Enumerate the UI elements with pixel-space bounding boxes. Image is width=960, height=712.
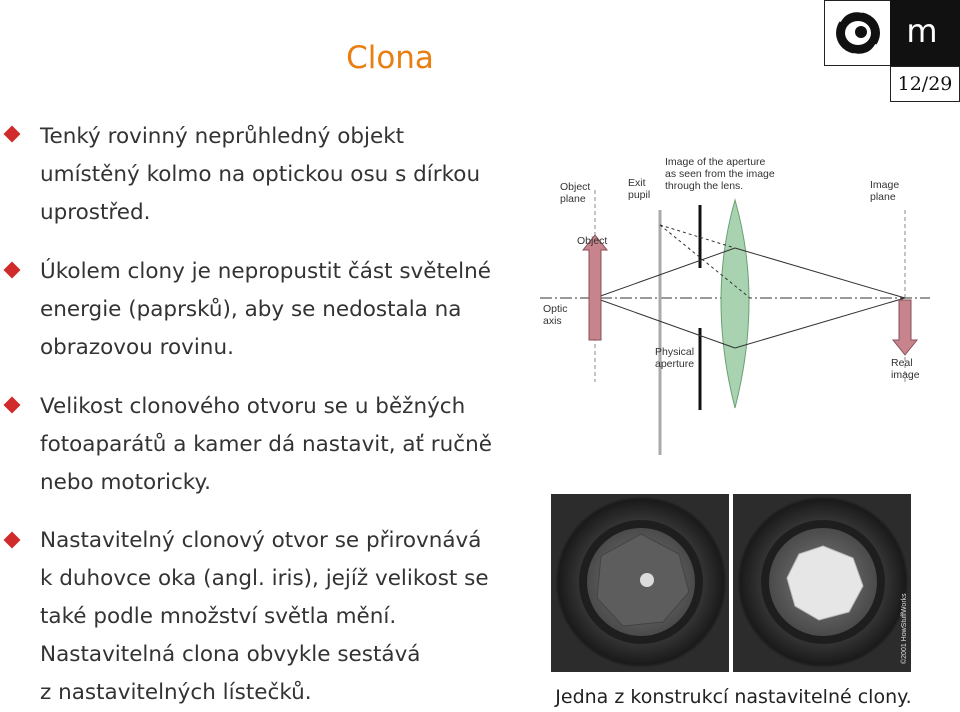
bullet-4-line-4: Nastavitelná clona obvykle sestává xyxy=(40,642,421,667)
object-arrow xyxy=(581,234,609,341)
eye-logo-icon xyxy=(836,8,880,58)
bullet-item-3: Velikost clonového otvoru se u běžných f… xyxy=(40,388,535,502)
bullet-diamond-icon xyxy=(3,125,21,143)
ray xyxy=(734,247,906,299)
bullet-diamond-icon xyxy=(3,261,21,279)
bullet-2-line-3: obrazovou rovinu. xyxy=(40,335,234,360)
aperture-diagram: Object plane Exit pupil Image of the ape… xyxy=(540,156,930,455)
photo-watermark: ©2001 HowStuffWorks xyxy=(900,593,908,664)
bullet-2-line-2: energie (paprsků), aby se nedostala na xyxy=(40,297,462,322)
photo-small-aperture xyxy=(551,494,729,672)
bullet-2-line-1: Úkolem clony je nepropustit část světeln… xyxy=(40,259,491,284)
image-plane-label: Image plane xyxy=(870,179,902,203)
figure-caption: Jedna z konstrukcí nastavitelné clony. xyxy=(555,686,912,708)
bullet-4-line-1: Nastavitelný clonový otvor se přirovnává xyxy=(40,528,482,553)
real-image-arrow xyxy=(891,299,919,356)
lens-shape xyxy=(720,198,750,409)
bullet-4-line-2: k duhovce oka (angl. iris), jejíž veliko… xyxy=(40,566,489,591)
ray xyxy=(594,297,736,349)
ray xyxy=(734,297,906,349)
aperture-image-label: Image of the aperture as seen from the i… xyxy=(665,156,778,192)
bullet-diamond-icon xyxy=(3,396,21,414)
bullet-item-1: Tenký rovinný neprůhledný objekt umístěn… xyxy=(40,118,535,232)
aperture-photos: ©2001 HowStuffWorks xyxy=(551,494,911,672)
logo-text: m p xyxy=(890,0,960,112)
bullet-diamond-icon xyxy=(3,531,21,549)
bullet-1-line-1: Tenký rovinný neprůhledný objekt xyxy=(40,124,405,149)
slide-title: Clona xyxy=(346,40,434,76)
bullet-3-line-2: fotoaparátů a kamer dá nastavit, ať ručn… xyxy=(40,432,492,457)
bullet-3-line-3: nebo motoricky. xyxy=(40,470,211,495)
object-label: Object xyxy=(577,235,607,247)
bullet-1-line-2: umístěný kolmo na optickou osu s dírkou xyxy=(40,162,481,187)
optic-axis-label: Optic axis xyxy=(543,303,570,327)
virtual-ray xyxy=(659,224,736,249)
ray xyxy=(594,247,736,299)
virtual-ray xyxy=(659,224,751,299)
real-image-label: Real image xyxy=(891,357,920,381)
bullet-4-line-3: také podle množství světla mění. xyxy=(40,604,397,629)
bullet-1-line-3: uprostřed. xyxy=(40,200,151,225)
exit-pupil-label: Exit pupil xyxy=(628,177,650,201)
bullet-item-4: Nastavitelný clonový otvor se přirovnává… xyxy=(40,522,535,712)
bullet-item-2: Úkolem clony je nepropustit část světeln… xyxy=(40,253,535,367)
photo-large-aperture xyxy=(733,494,911,672)
bullet-3-line-1: Velikost clonového otvoru se u běžných xyxy=(40,394,466,419)
physical-aperture-label: Physical aperture xyxy=(655,346,697,370)
page-number: 12/29 xyxy=(890,66,960,102)
bullet-4-line-5: z nastavitelných lístečků. xyxy=(40,680,312,705)
object-plane-label: Object plane xyxy=(560,181,593,205)
